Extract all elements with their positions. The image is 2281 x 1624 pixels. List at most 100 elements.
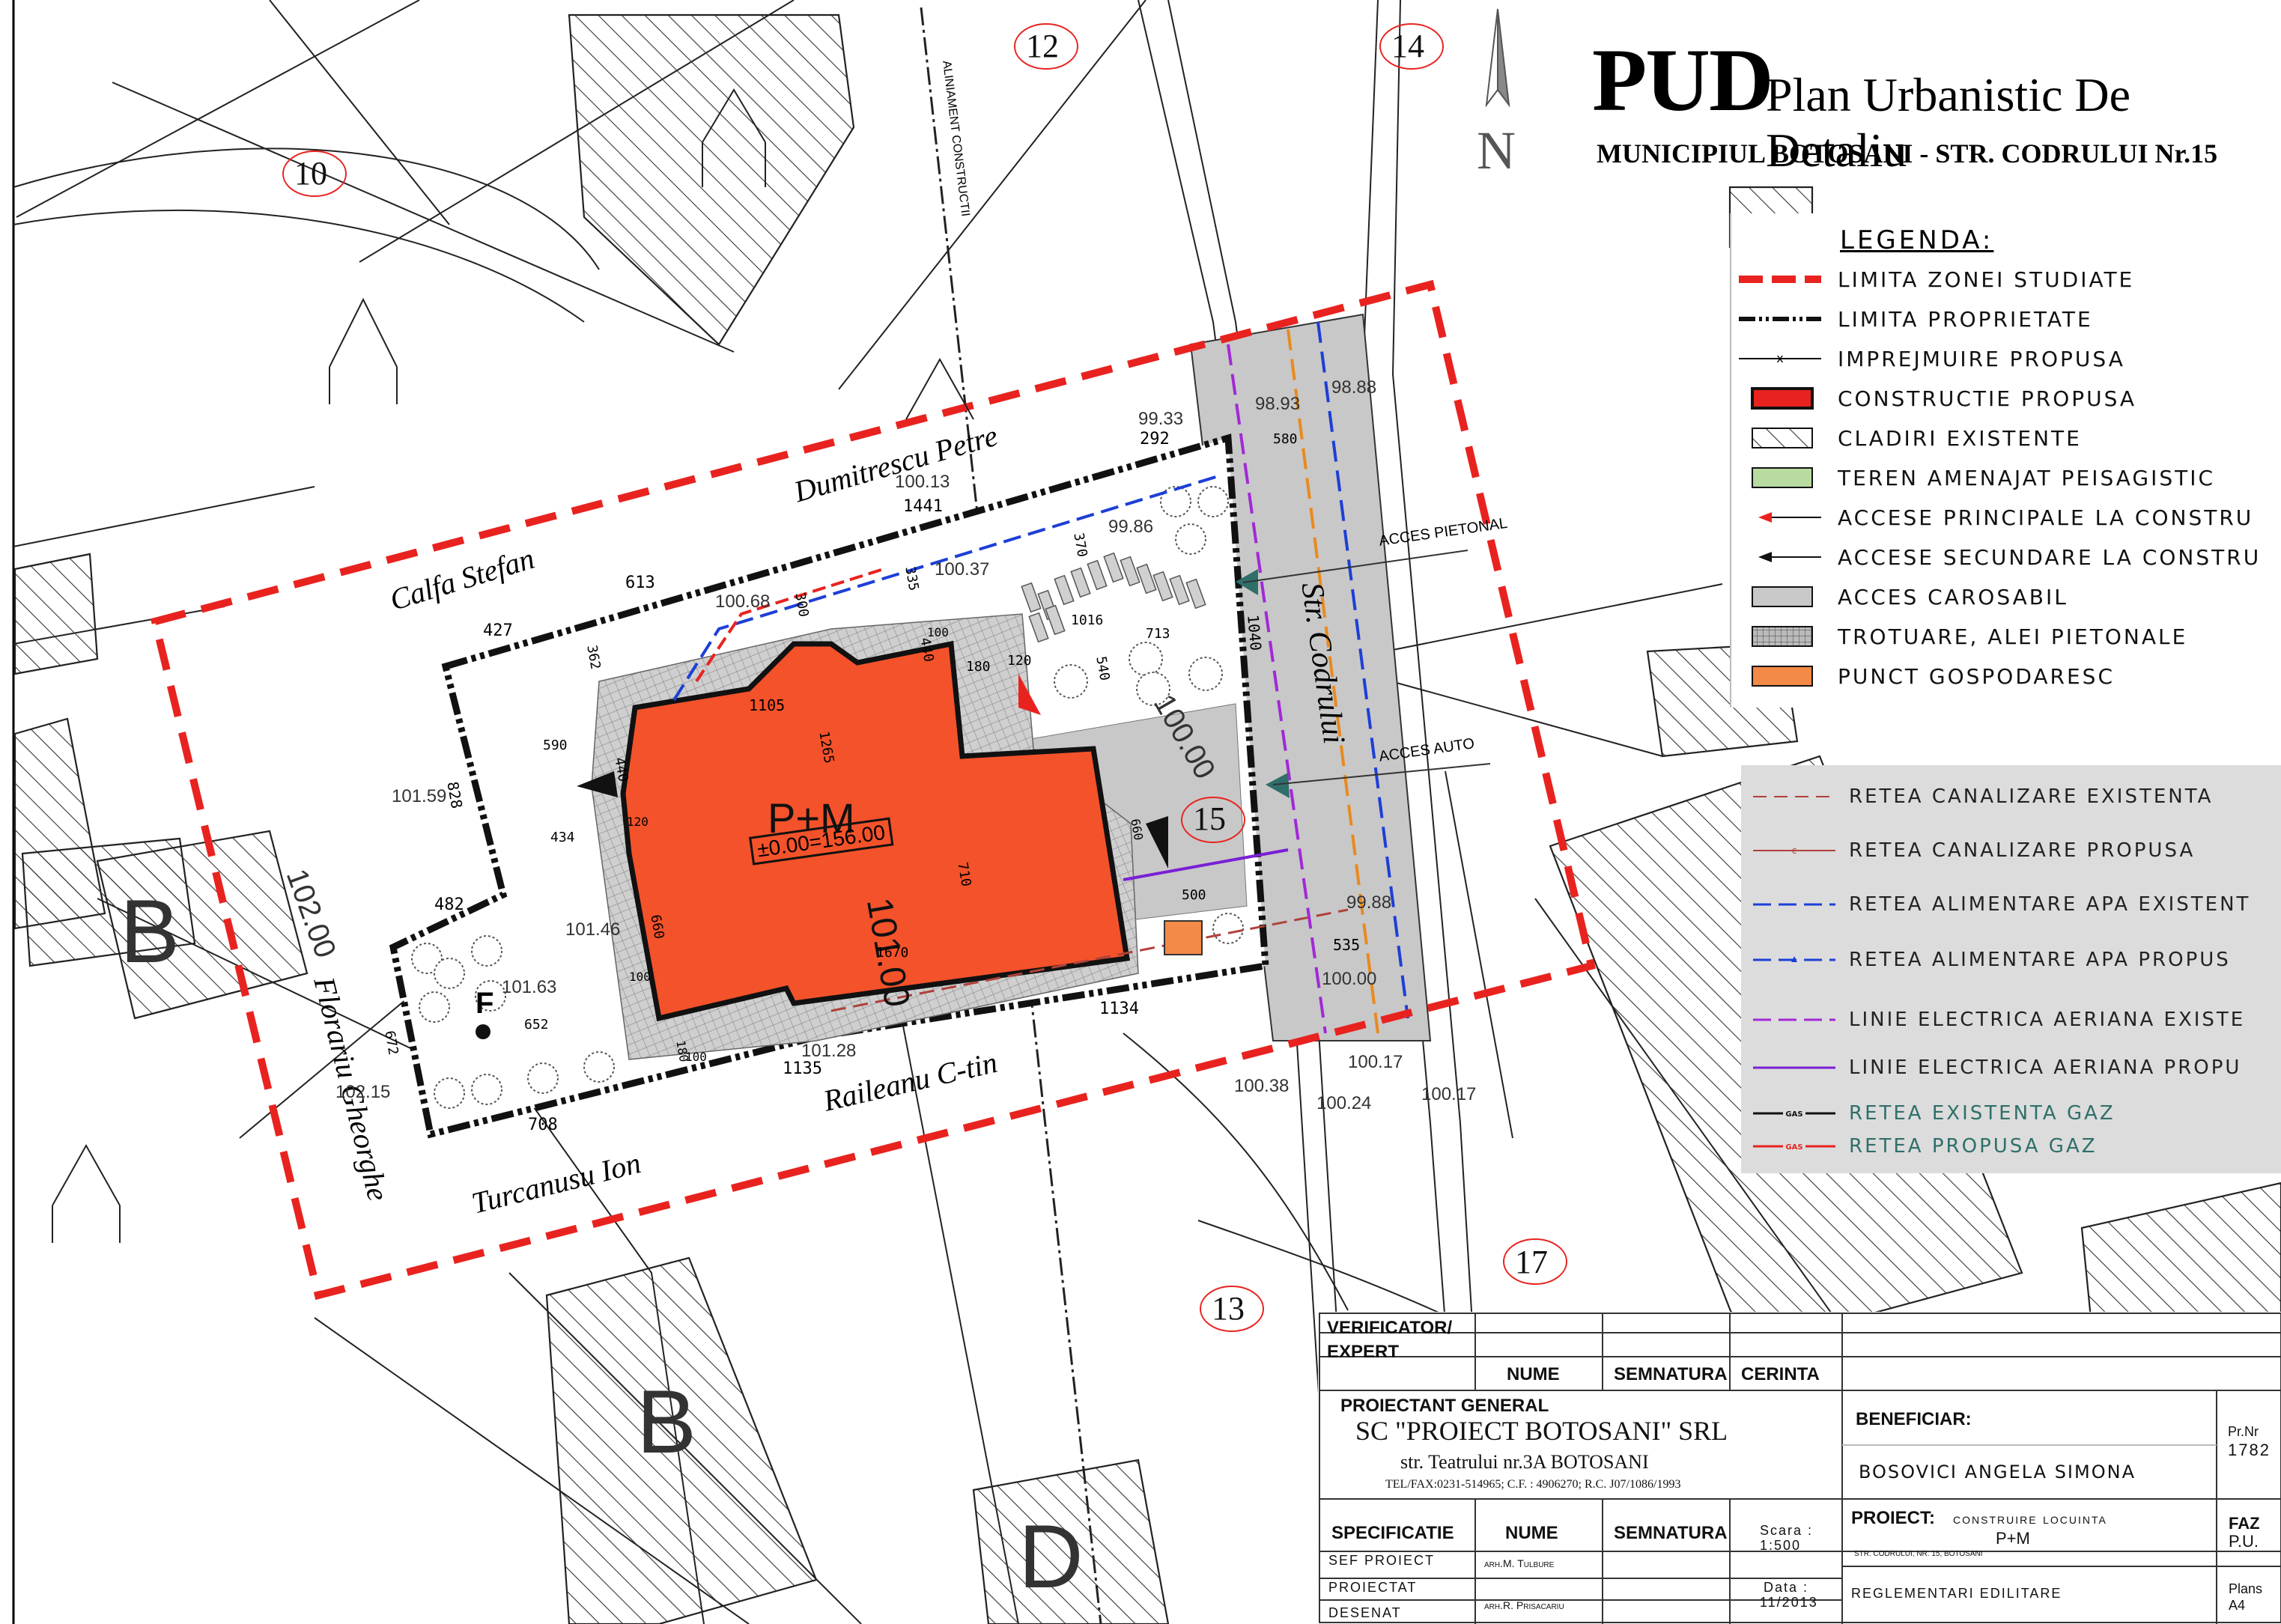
dim-1135: 1135 [783, 1059, 822, 1078]
verificator-nume-header: NUME [1507, 1364, 1560, 1384]
network-label-electric-existing: LINIE ELECTRICA AERIANA EXISTE [1849, 1009, 2246, 1031]
network-label-gas-proposed: RETEA PROPUSA GAZ [1849, 1135, 2098, 1158]
gas-existing-symbol: GAS [1753, 1108, 1835, 1119]
auto-arrow [1266, 773, 1290, 798]
lot-number-ellipses [282, 23, 1567, 1332]
gospodaresc-symbol [1752, 666, 1813, 687]
network-row-electric-proposed: LINIE ELECTRICA AERIANA PROPU [1741, 1053, 2241, 1083]
proiectat-label: PROIECTAT [1328, 1580, 1418, 1595]
firm-contact: TEL/FAX:0231-514965; C.F. : 4906270; R.C… [1385, 1478, 1681, 1491]
proiect-address: STR. CODRULUI, NR. 15, BOTOSANI [1854, 1550, 1983, 1558]
dim-180: 180 [966, 659, 991, 675]
legend-row-main-access: ACCESE PRINCIPALE LA CONSTRU [1731, 502, 2253, 532]
elev-11: 101.28 [801, 1041, 857, 1061]
landscape-symbol [1752, 467, 1813, 488]
water-proposed-symbol [1753, 956, 1835, 962]
proiect-title: construire locuinta [1953, 1511, 2107, 1527]
legend-label-landscape: TEREN AMENAJAT PEISAGISTIC [1838, 465, 2216, 490]
legend-label-existing: CLADIRI EXISTENTE [1838, 425, 2082, 451]
secondary-access-arrow-west [577, 771, 618, 797]
electric-line-proposed [1123, 848, 1289, 881]
legend-row-gospodaresc: PUNCT GOSPODARESC [1731, 661, 2115, 691]
legend-title: LEGENDA: [1840, 225, 1994, 255]
acces-pietonal-leader [1242, 550, 1468, 583]
title-location: MUNICIPIUL BOTOSANI - STR. CODRULUI Nr.1… [1597, 139, 2218, 168]
svg-text:x: x [1776, 351, 1783, 365]
dim-580: 580 [1273, 431, 1298, 447]
network-label-electric-proposed: LINIE ELECTRICA AERIANA PROPU [1849, 1056, 2242, 1079]
dim-120: 120 [1007, 653, 1032, 669]
sef-proiect-label: SEF PROIECT [1328, 1553, 1436, 1568]
property-limit-symbol [1739, 317, 1821, 321]
network-row-canal-existing: RETEA CANALIZARE EXISTENTA [1741, 782, 2213, 812]
existing-buildings-symbol [1752, 428, 1813, 448]
plansa-value: A4 [2229, 1598, 2246, 1613]
dim-1670: 1670 [876, 945, 909, 961]
svg-text:c: c [1792, 845, 1797, 856]
svg-text:GAS: GAS [1785, 1143, 1802, 1152]
dim-708: 708 [528, 1116, 558, 1134]
cartouche-grid [1319, 1313, 2281, 1624]
dim-1134: 1134 [1099, 1000, 1139, 1018]
elev-6: 100.37 [935, 559, 990, 580]
dim-482: 482 [434, 895, 464, 914]
legend-row-sidewalks: TROTUARE, ALEI PIETONALE [1731, 621, 2187, 651]
dim-292: 292 [1140, 430, 1170, 448]
title-full: Plan Urbanistic De Detaliu [1766, 68, 2130, 177]
elev-16: 99.88 [1346, 892, 1392, 913]
legend-label-construction: CONSTRUCTIE PROPUSA [1838, 386, 2137, 411]
scara-value: 1:500 [1760, 1538, 1802, 1553]
north-arrow [1485, 8, 1510, 108]
elev-15: 100.17 [1421, 1084, 1477, 1104]
street-water-line [1316, 321, 1409, 1019]
legend-label-main-access: ACCESE PRINCIPALE LA CONSTRU [1838, 505, 2254, 530]
north-label: N [1477, 121, 1516, 180]
network-row-water-existing: RETEA ALIMENTARE APA EXISTENT [1741, 889, 2250, 919]
network-label-canal-proposed: RETEA CANALIZARE PROPUSA [1849, 839, 2196, 862]
legend-row-existing: CLADIRI EXISTENTE [1731, 423, 2082, 453]
building-label: P+M [768, 794, 855, 842]
dim-713: 713 [1146, 626, 1170, 642]
faza-value: P.U. [2229, 1532, 2259, 1551]
verificator-semnatura-header: SEMNATURA [1614, 1364, 1728, 1384]
elev-3: 98.88 [1331, 377, 1377, 398]
elev-12: 100.38 [1234, 1076, 1290, 1096]
nume-header: NUME [1505, 1523, 1558, 1543]
pr-nr-value: 1782 [2228, 1441, 2271, 1459]
legend-row-carosabil: ACCES CAROSABIL [1731, 582, 2068, 612]
elev-2: 98.93 [1255, 394, 1301, 414]
title-block-header: PUD Plan Urbanistic De Detaliu MUNICIPIU… [1588, 15, 2281, 177]
secondary-access-arrow-east [1146, 816, 1168, 869]
dim-100c: 100 [685, 1050, 707, 1064]
legend-row-landscape: TEREN AMENAJAT PEISAGISTIC [1731, 463, 2215, 493]
firm-name: SC "PROIECT BOTOSANI" SRL [1355, 1416, 1728, 1446]
legend-row-fence: x IMPREJMUIRE PROPUSA [1731, 344, 2125, 374]
dim-1016: 1016 [1071, 612, 1104, 628]
pr-nr-label: Pr.Nr [2228, 1424, 2259, 1439]
network-label-water-existing: RETEA ALIMENTARE APA EXISTENT [1849, 893, 2251, 916]
proiect-type: P+M [1996, 1529, 2030, 1548]
proiectant-general-label: PROIECTANT GENERAL [1340, 1396, 1549, 1416]
elev-14: 100.17 [1348, 1052, 1403, 1072]
elev-13: 100.24 [1316, 1093, 1372, 1113]
lot-number-15: 15 [1193, 800, 1226, 837]
elev-7: 100.68 [715, 591, 771, 612]
street-electric-line [1227, 344, 1327, 1034]
legend-row-secondary-access: ACCESE SECUNDARE LA CONSTRU [1731, 542, 2261, 572]
lot-number-14: 14 [1391, 28, 1424, 64]
study-zone-boundary [150, 279, 1596, 1301]
dim-434: 434 [550, 830, 575, 845]
network-row-gas-existing: GAS RETEA EXISTENTA GAZ [1741, 1098, 2116, 1128]
paving-stones [1021, 552, 1206, 643]
network-label-water-proposed: RETEA ALIMENTARE APA PROPUS [1849, 949, 2231, 971]
secondary-access-symbol [1758, 552, 1821, 562]
gas-network-proposed [695, 568, 884, 683]
svg-text:GAS: GAS [1785, 1110, 1802, 1119]
faza-label: FAZ [2229, 1514, 2260, 1533]
legend-label-sidewalks: TROTUARE, ALEI PIETONALE [1838, 624, 2188, 649]
verificator-label: VERIFICATOR/ EXPERT [1327, 1318, 1453, 1362]
canal-proposed-symbol: c [1753, 845, 1835, 856]
plansa-title: REGLEMENTARI EDILITARE [1851, 1586, 2062, 1601]
elev-17: 100.00 [1322, 969, 1377, 989]
dim-590: 590 [543, 738, 568, 753]
